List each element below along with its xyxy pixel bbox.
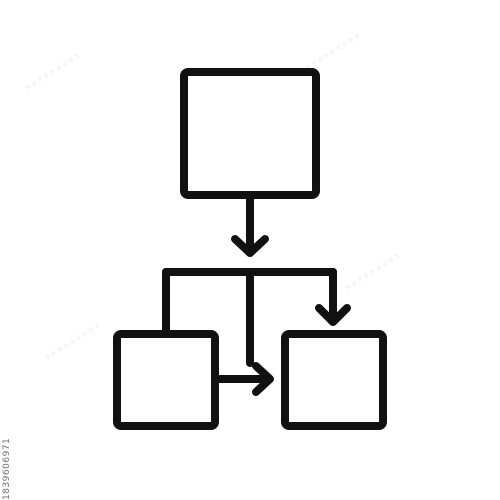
- top-process-box: [180, 68, 320, 199]
- down-arrow-head: [231, 235, 269, 257]
- right-down-arrow-head: [315, 304, 351, 326]
- bottom-left-process-box: [113, 330, 219, 430]
- bottom-right-process-box: [281, 330, 387, 430]
- right-arrow-head: [252, 362, 274, 396]
- stock-image-id: 1839606971: [2, 437, 12, 500]
